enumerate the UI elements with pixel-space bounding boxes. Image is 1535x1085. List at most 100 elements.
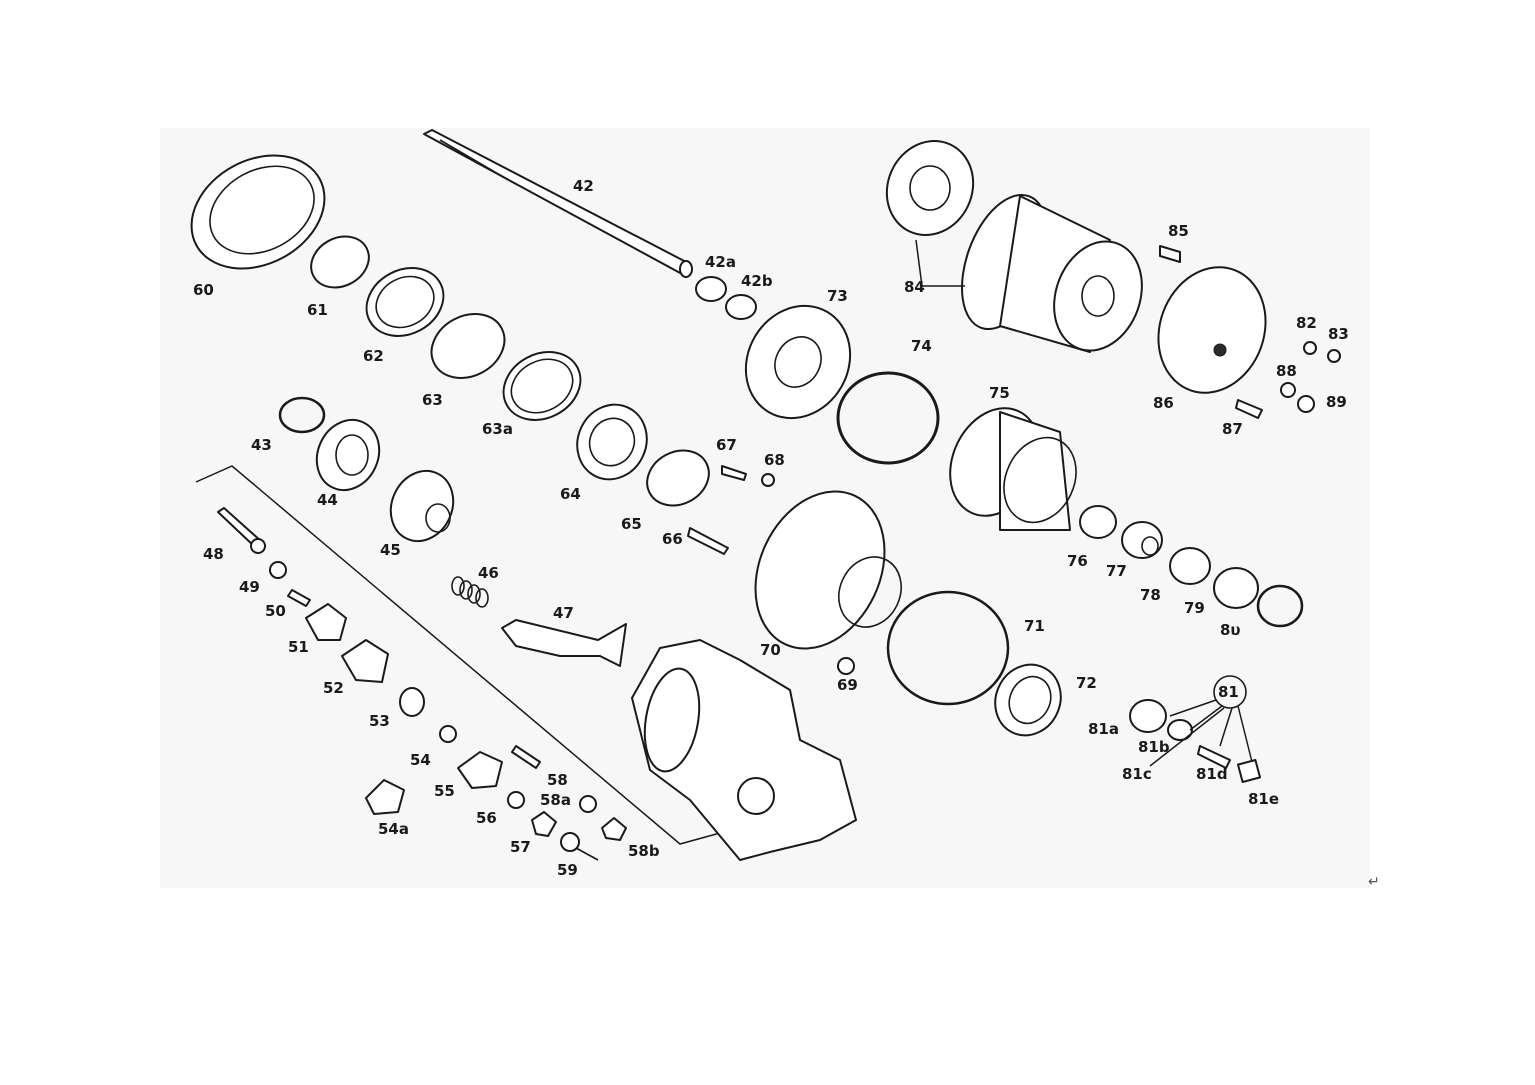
label-42b: 42b xyxy=(741,272,773,290)
label-58a: 58a xyxy=(540,791,571,809)
label-71: 71 xyxy=(1024,617,1045,635)
label-72: 72 xyxy=(1076,674,1097,692)
part-54a-gasket xyxy=(365,779,405,815)
label-66: 66 xyxy=(662,530,683,548)
part-44-sleeve xyxy=(315,418,381,492)
label-58b: 58b xyxy=(628,842,660,860)
part-42-shaft xyxy=(423,129,693,278)
part-55-cap xyxy=(457,751,503,789)
label-59: 59 xyxy=(557,861,578,879)
label-82: 82 xyxy=(1296,314,1317,332)
part-81e-plate xyxy=(1236,758,1262,784)
part-54-ring xyxy=(439,725,457,743)
part-84-leader xyxy=(915,239,965,287)
label-75: 75 xyxy=(989,384,1010,402)
part-57-valve xyxy=(531,811,557,837)
label-67: 67 xyxy=(716,436,737,454)
part-53-bush xyxy=(399,687,425,717)
part-77-planet-gear xyxy=(1121,521,1163,559)
part-66-bolt xyxy=(687,527,729,555)
label-88: 88 xyxy=(1276,362,1297,380)
label-56: 56 xyxy=(476,809,497,827)
label-45: 45 xyxy=(380,541,401,559)
part-65-ring xyxy=(646,449,710,507)
label-81b: 81b xyxy=(1138,738,1170,756)
part-56-nut xyxy=(507,791,525,809)
label-70: 70 xyxy=(760,641,781,659)
part-47-shift-fork xyxy=(501,619,627,667)
part-45-gear xyxy=(389,469,455,543)
label-57: 57 xyxy=(510,838,531,856)
label-62: 62 xyxy=(363,347,384,365)
label-63: 63 xyxy=(422,391,443,409)
label-64: 64 xyxy=(560,485,581,503)
part-64-bearing xyxy=(576,403,648,481)
label-54a: 54a xyxy=(378,820,409,838)
label-79: 79 xyxy=(1184,599,1205,617)
label-81c: 81c xyxy=(1122,765,1152,783)
part-72-bearing xyxy=(994,663,1062,737)
label-60: 60 xyxy=(193,281,214,299)
part-50-spring xyxy=(287,589,311,607)
label-78: 78 xyxy=(1140,586,1161,604)
part-76-washer xyxy=(1079,505,1117,539)
label-81a: 81a xyxy=(1088,720,1119,738)
part-housing-port xyxy=(737,777,775,815)
part-81d-pin xyxy=(1197,745,1231,769)
part-75-ring-gear xyxy=(949,407,1077,531)
label-81d: 81d xyxy=(1196,765,1228,783)
part-71-o-ring xyxy=(886,590,1010,706)
part-52-cap xyxy=(341,639,389,683)
part-81b-washer xyxy=(1167,719,1193,741)
part-hub-drum xyxy=(961,193,1143,353)
label-49: 49 xyxy=(239,578,260,596)
part-49-ball xyxy=(269,561,287,579)
part-78-washer xyxy=(1169,547,1211,585)
part-46-spring xyxy=(451,576,489,608)
label-83: 83 xyxy=(1328,325,1349,343)
label-76: 76 xyxy=(1067,552,1088,570)
part-43-snap-ring xyxy=(278,396,326,434)
label-48: 48 xyxy=(203,545,224,563)
label-63a: 63a xyxy=(482,420,513,438)
label-80: 8υ xyxy=(1220,621,1241,639)
part-83-screw xyxy=(1327,349,1341,363)
part-51-gasket xyxy=(305,603,347,641)
part-73-carrier xyxy=(744,304,852,420)
label-89: 89 xyxy=(1326,393,1347,411)
label-65: 65 xyxy=(621,515,642,533)
part-58-bolt xyxy=(511,745,541,769)
label-73: 73 xyxy=(827,287,848,305)
part-81-callout xyxy=(1149,675,1253,767)
part-48-shift-rod xyxy=(217,507,266,554)
part-68-nut xyxy=(761,473,775,487)
part-86-cover xyxy=(1157,266,1267,394)
label-77: 77 xyxy=(1106,562,1127,580)
part-58b-valve xyxy=(601,817,627,841)
part-59-sensor xyxy=(560,832,599,861)
label-58: 58 xyxy=(547,771,568,789)
part-79-ring xyxy=(1213,567,1259,609)
part-67-bolt xyxy=(721,465,747,481)
label-42a: 42a xyxy=(705,253,736,271)
part-85-bolt xyxy=(1159,245,1181,263)
part-42b-circlip xyxy=(725,294,757,320)
label-74: 74 xyxy=(911,337,932,355)
label-54: 54 xyxy=(410,751,431,769)
part-89-plug xyxy=(1297,395,1315,413)
label-42: 42 xyxy=(573,177,594,195)
label-44: 44 xyxy=(317,491,338,509)
label-84: 84 xyxy=(904,278,925,296)
part-62-seal xyxy=(365,267,445,337)
part-81a-gear xyxy=(1129,699,1167,733)
label-81e: 81e xyxy=(1248,790,1279,808)
part-80-circlip xyxy=(1256,584,1304,628)
label-47: 47 xyxy=(553,604,574,622)
label-85: 85 xyxy=(1168,222,1189,240)
part-58a-nut xyxy=(579,795,597,813)
label-53: 53 xyxy=(369,712,390,730)
part-88-nut xyxy=(1280,382,1296,398)
label-69: 69 xyxy=(837,676,858,694)
label-46: 46 xyxy=(478,564,499,582)
